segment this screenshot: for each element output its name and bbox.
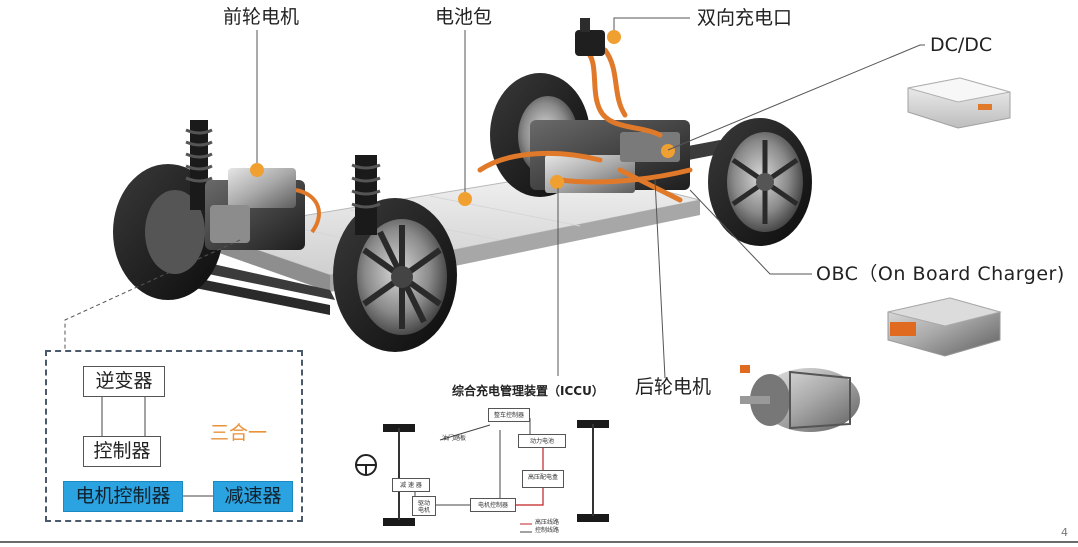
rear-right-wheel bbox=[708, 118, 812, 246]
reducer-box: 减速器 bbox=[213, 481, 293, 512]
obc-thumbnail bbox=[887, 297, 1002, 357]
front-motor-marker bbox=[250, 163, 264, 177]
front-right-wheel bbox=[333, 198, 457, 352]
label-front-motor: 前轮电机 bbox=[223, 6, 300, 28]
iccu-accelerator: 油门踏板 bbox=[442, 435, 467, 442]
dcdc-thumbnail bbox=[907, 77, 1011, 129]
marker-dots bbox=[250, 30, 675, 206]
iccu-motor-controller: 电机控制器 bbox=[470, 498, 516, 512]
battery-marker bbox=[458, 192, 472, 206]
rear-motor-graphic bbox=[530, 120, 690, 193]
three-in-one-group bbox=[45, 350, 303, 522]
iccu-hv-distribution: 高压配电盒 bbox=[522, 470, 564, 488]
controller-box: 控制器 bbox=[83, 436, 161, 467]
label-dcdc: DC/DC bbox=[930, 34, 993, 56]
inverter-box: 逆变器 bbox=[83, 366, 165, 397]
hv-cables bbox=[477, 47, 693, 203]
iccu-schematic bbox=[355, 418, 609, 533]
page-number: 4 bbox=[1061, 526, 1068, 539]
label-charge-port: 双向充电口 bbox=[697, 7, 793, 29]
label-battery-pack: 电池包 bbox=[435, 6, 493, 28]
charge-port-graphic bbox=[575, 18, 605, 56]
label-rear-motor: 后轮电机 bbox=[635, 376, 712, 398]
three-in-one-caption: 三合一 bbox=[210, 422, 268, 444]
iccu-legend-hv: 高压线路 bbox=[535, 519, 560, 526]
iccu-reducer: 减 速 器 bbox=[392, 478, 430, 492]
charge-port-marker bbox=[607, 30, 621, 44]
dcdc-marker bbox=[661, 144, 675, 158]
motor-controller-box: 电机控制器 bbox=[63, 481, 183, 512]
iccu-marker bbox=[550, 175, 564, 189]
rear-motor-thumbnail bbox=[740, 365, 860, 432]
bottom-divider bbox=[0, 541, 1078, 543]
front-suspension bbox=[185, 120, 381, 235]
iccu-vehicle-controller: 整车控制器 bbox=[488, 408, 530, 422]
iccu-drive-motor: 驱动 电机 bbox=[412, 496, 436, 516]
leader-lines bbox=[64, 17, 925, 379]
front-motor-graphic bbox=[205, 168, 321, 250]
label-obc: OBC（On Board Charger) bbox=[816, 263, 1065, 285]
front-left-wheel bbox=[113, 164, 223, 300]
iccu-legend-ctrl: 控制线路 bbox=[535, 527, 560, 534]
iccu-power-battery: 动力电池 bbox=[518, 434, 566, 448]
iccu-title: 综合充电管理装置（ICCU） bbox=[452, 384, 604, 398]
